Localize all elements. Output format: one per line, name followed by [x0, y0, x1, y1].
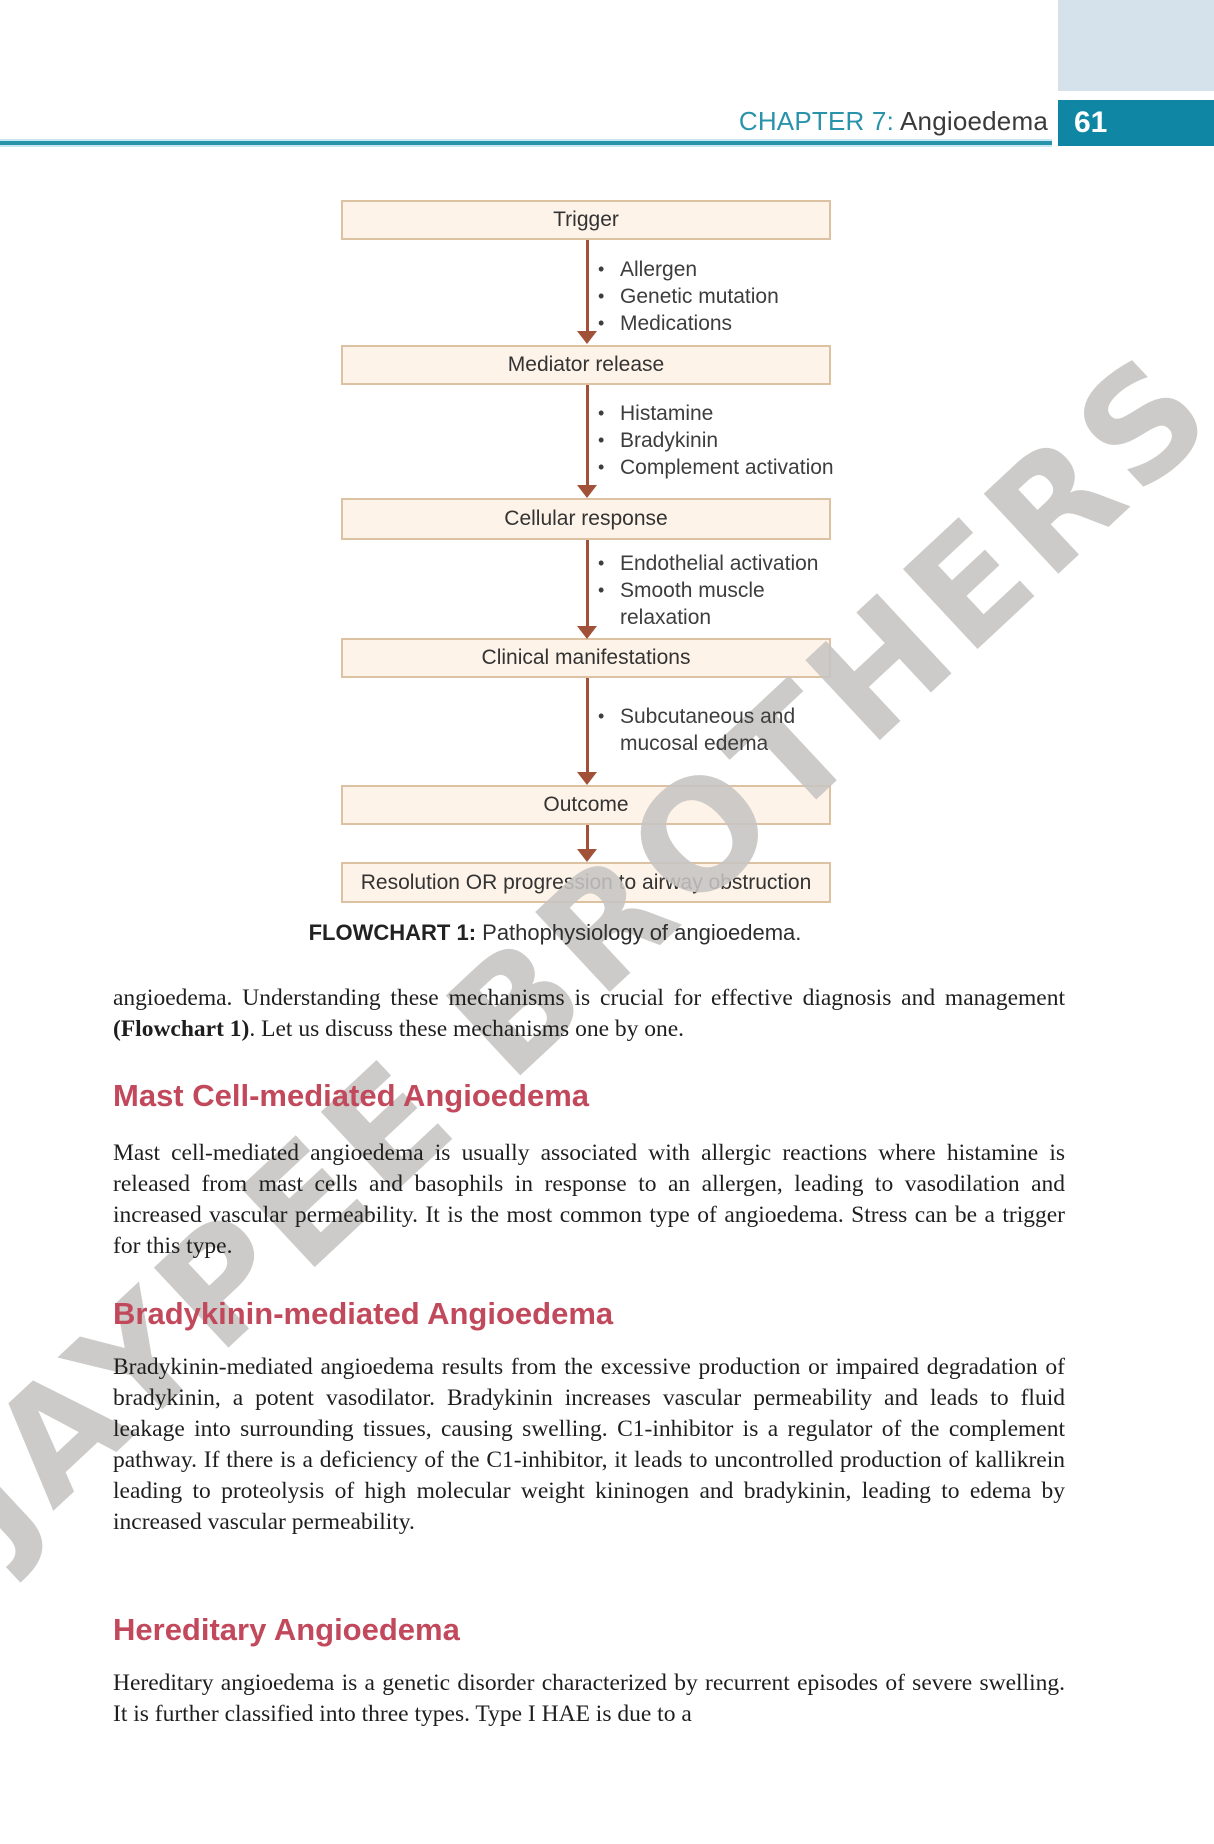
bullet-item: • Subcutaneous and mucosal edema	[598, 703, 798, 757]
flow-arrow-line	[586, 540, 589, 626]
flowchart-box-label: Clinical manifestations	[481, 646, 691, 669]
flowchart-caption-text: Pathophysiology of angioedema.	[476, 920, 802, 945]
paragraph-bradykinin: Bradykinin-mediated angioedema results f…	[113, 1354, 1065, 1535]
header-rule	[0, 141, 1052, 145]
bullet-dot-icon: •	[598, 706, 605, 726]
flowchart-box-mediator-release: Mediator release	[341, 345, 831, 385]
bullet-item: • Bradykinin	[598, 427, 878, 454]
bullet-text: Histamine	[620, 402, 714, 425]
bullet-dot-icon: •	[598, 430, 605, 450]
bullet-item: • Medications	[598, 310, 878, 337]
bullet-text: Bradykinin	[620, 429, 719, 452]
flowchart-box-label: Resolution OR progression to airway obst…	[360, 870, 812, 894]
flowchart-box-label: Mediator release	[507, 353, 665, 376]
bullet-text: Endothelial activation	[620, 552, 819, 575]
bullet-dot-icon: •	[598, 457, 605, 477]
page-number-badge: 61	[1058, 100, 1214, 146]
bullet-dot-icon: •	[598, 580, 605, 600]
chapter-label: CHAPTER 7:	[738, 106, 894, 136]
flowchart-box-label: Cellular response	[504, 507, 668, 530]
flow-arrow-line	[586, 385, 589, 485]
flowchart-box-cellular-response: Cellular response	[341, 498, 831, 540]
flowchart-box-label: Outcome	[543, 793, 629, 816]
paragraph-hereditary: Hereditary angioedema is a genetic disor…	[113, 1670, 1065, 1727]
paragraph-text: angioedema. Understanding these mechanis…	[113, 985, 1065, 1011]
bullet-item: • Smooth muscle relaxation	[598, 577, 768, 631]
flow-arrowhead-icon	[577, 331, 597, 344]
flow-arrowhead-icon	[577, 626, 597, 639]
flowchart-caption-label: FLOWCHART 1:	[308, 920, 477, 945]
flowchart-bullets-mediator: • Histamine • Bradykinin • Complement activ…	[598, 400, 878, 481]
paragraph-text: . Let us discuss these mechanisms one by…	[249, 1016, 685, 1042]
flowchart-bullets-trigger: • Allergen • Genetic mutation • Medications	[598, 256, 878, 337]
bullet-item: • Histamine	[598, 400, 878, 427]
flow-arrowhead-icon	[577, 772, 597, 785]
section-heading-hereditary: Hereditary Angioedema	[113, 1612, 460, 1647]
bullet-text: Genetic mutation	[620, 285, 779, 308]
flowchart-box-trigger: Trigger	[341, 200, 831, 240]
bullet-item: • Allergen	[598, 256, 878, 283]
bullet-item: • Complement activation	[598, 454, 878, 481]
bullet-dot-icon: •	[598, 286, 605, 306]
bullet-dot-icon: •	[598, 313, 605, 333]
bullet-text: Medications	[620, 312, 733, 335]
flowchart-bullets-cellular: • Endothelial activation • Smooth muscle r…	[598, 550, 833, 631]
flow-arrowhead-icon	[577, 849, 597, 862]
flowchart-bullets-clinical: • Subcutaneous and mucosal edema	[598, 703, 798, 757]
corner-lightblue-block	[1058, 0, 1214, 91]
flowchart-box-clinical-manifestations: Clinical manifestations	[341, 638, 831, 678]
bullet-dot-icon: •	[598, 553, 605, 573]
section-heading-bradykinin: Bradykinin-mediated Angioedema	[113, 1296, 614, 1331]
flow-arrow-line	[586, 678, 589, 772]
bullet-text: Complement activation	[620, 456, 834, 479]
flow-arrowhead-icon	[577, 485, 597, 498]
flow-arrow-line	[586, 240, 589, 332]
bullet-dot-icon: •	[598, 259, 605, 279]
section-heading-mast-cell: Mast Cell-mediated Angioedema	[113, 1078, 590, 1113]
flowchart-box-resolution: Resolution OR progression to airway obst…	[341, 862, 831, 903]
flowchart-box-label: Trigger	[553, 208, 619, 231]
bullet-item: • Genetic mutation	[598, 283, 878, 310]
flowchart-reference: (Flowchart 1)	[113, 1016, 250, 1042]
flowchart-box-outcome: Outcome	[341, 785, 831, 825]
bullet-item: • Endothelial activation	[598, 550, 833, 577]
flowchart-caption: FLOWCHART 1: Pathophysiology of angioede…	[255, 920, 855, 946]
running-header: CHAPTER 7: Angioedema	[739, 106, 1048, 137]
bullet-text: Allergen	[620, 258, 698, 281]
flow-arrow-line	[586, 825, 589, 849]
bullet-text: Subcutaneous and mucosal edema	[620, 705, 796, 755]
paragraph-mast-cell: Mast cell-mediated angioedema is usually…	[113, 1140, 1065, 1259]
bullet-dot-icon: •	[598, 403, 605, 423]
bullet-text: Smooth muscle relaxation	[620, 579, 765, 629]
paragraph-intro: angioedema. Understanding these mechanis…	[113, 983, 1065, 1045]
chapter-title: Angioedema	[894, 106, 1048, 136]
